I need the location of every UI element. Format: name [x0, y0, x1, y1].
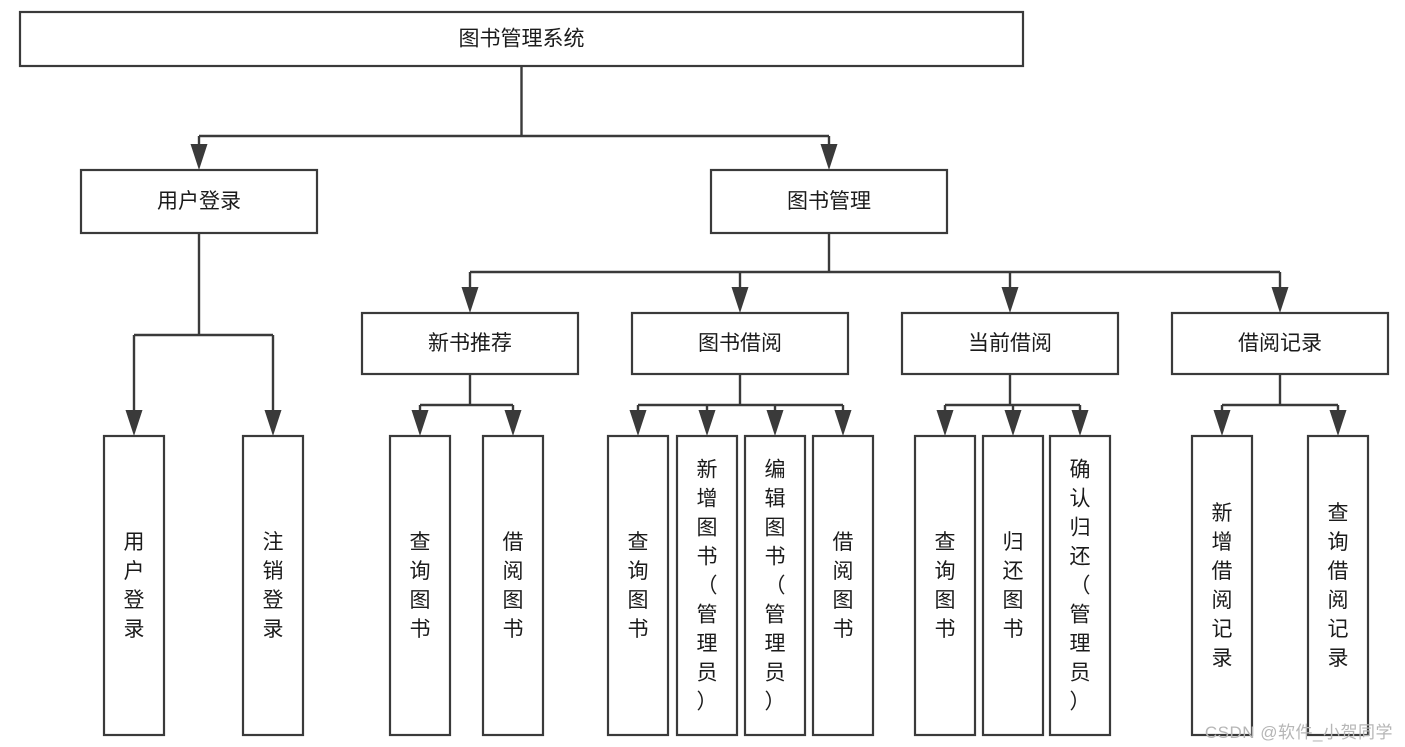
node-label: 归还图书	[1003, 531, 1024, 641]
arrow-head-icon	[936, 410, 954, 436]
node-label: 新增图书（管理员）	[697, 459, 718, 714]
node-label: 查询图书	[410, 531, 431, 641]
arrow-head-icon	[504, 410, 522, 436]
connector-group-book-manage	[461, 233, 1289, 313]
node-label: 用户登录	[124, 531, 145, 641]
arrow-head-icon	[766, 410, 784, 436]
node-logout[interactable]: 注销登录	[241, 434, 305, 737]
node-box[interactable]	[102, 434, 166, 737]
node-box[interactable]	[606, 434, 670, 737]
arrow-head-icon	[411, 410, 429, 436]
node-book-manage[interactable]: 图书管理	[709, 168, 949, 235]
node-root[interactable]: 图书管理系统	[18, 10, 1025, 68]
connector-group-new-book-rec	[411, 374, 522, 436]
node-label: 借阅图书	[503, 531, 524, 641]
node-query-record[interactable]: 查询借阅记录	[1306, 434, 1370, 737]
arrow-head-icon	[190, 144, 208, 170]
connector-group-borrow-record	[1213, 374, 1347, 436]
arrow-head-icon	[820, 144, 838, 170]
node-label: 查询图书	[628, 531, 649, 641]
arrow-head-icon	[1213, 410, 1231, 436]
node-new-book-rec[interactable]: 新书推荐	[360, 311, 580, 376]
arrow-head-icon	[698, 410, 716, 436]
node-label: 注销登录	[263, 531, 284, 641]
node-box[interactable]	[630, 311, 850, 376]
node-label: 借阅记录	[1238, 332, 1322, 355]
node-box[interactable]	[79, 168, 319, 235]
connector-group-root	[190, 66, 838, 170]
connector-layer	[125, 66, 1347, 436]
arrow-head-icon	[264, 410, 282, 436]
node-box[interactable]	[675, 434, 739, 737]
node-label: 新增借阅记录	[1212, 502, 1233, 670]
node-return-book[interactable]: 归还图书	[981, 434, 1045, 737]
node-box[interactable]	[241, 434, 305, 737]
node-label: 确认归还（管理员）	[1070, 459, 1091, 714]
node-edit-book[interactable]: 编辑图书（管理员）	[743, 434, 807, 737]
node-label: 当前借阅	[968, 332, 1052, 355]
node-borrow-book-rec[interactable]: 借阅图书	[481, 434, 545, 737]
node-box[interactable]	[981, 434, 1045, 737]
arrow-head-icon	[834, 410, 852, 436]
connector-group-current-borrow	[936, 374, 1089, 436]
node-box[interactable]	[1170, 311, 1390, 376]
node-box[interactable]	[388, 434, 452, 737]
node-add-book[interactable]: 新增图书（管理员）	[675, 434, 739, 737]
node-label: 新书推荐	[428, 332, 512, 355]
node-borrow-book-bb[interactable]: 借阅图书	[811, 434, 875, 737]
node-box[interactable]	[1306, 434, 1370, 737]
node-label: 用户登录	[157, 190, 241, 213]
node-box[interactable]	[743, 434, 807, 737]
arrow-head-icon	[731, 287, 749, 313]
arrow-head-icon	[1329, 410, 1347, 436]
node-label: 借阅图书	[833, 531, 854, 641]
node-query-book-rec[interactable]: 查询图书	[388, 434, 452, 737]
arrow-head-icon	[1071, 410, 1089, 436]
connector-group-book-borrow	[629, 374, 852, 436]
node-box[interactable]	[1190, 434, 1254, 737]
node-box[interactable]	[360, 311, 580, 376]
node-label: 图书管理系统	[459, 28, 585, 51]
node-box[interactable]	[913, 434, 977, 737]
node-query-book-cb[interactable]: 查询图书	[913, 434, 977, 737]
node-add-record[interactable]: 新增借阅记录	[1190, 434, 1254, 737]
node-box[interactable]	[709, 168, 949, 235]
node-label: 图书管理	[787, 190, 871, 213]
node-user-login[interactable]: 用户登录	[79, 168, 319, 235]
connector-group-user-login	[125, 233, 282, 436]
node-label: 图书借阅	[698, 332, 782, 355]
node-label: 查询借阅记录	[1328, 502, 1349, 670]
arrow-head-icon	[125, 410, 143, 436]
arrow-head-icon	[1271, 287, 1289, 313]
node-box[interactable]	[18, 10, 1025, 68]
node-label: 查询图书	[935, 531, 956, 641]
arrow-head-icon	[1001, 287, 1019, 313]
arrow-head-icon	[461, 287, 479, 313]
node-query-book-bb[interactable]: 查询图书	[606, 434, 670, 737]
node-layer: 图书管理系统用户登录图书管理新书推荐图书借阅当前借阅借阅记录用户登录注销登录查询…	[18, 10, 1390, 737]
node-borrow-record[interactable]: 借阅记录	[1170, 311, 1390, 376]
csdn-watermark: CSDN @软件_小贺同学	[1204, 723, 1393, 742]
node-label: 编辑图书（管理员）	[765, 459, 786, 714]
node-confirm-return[interactable]: 确认归还（管理员）	[1048, 434, 1112, 737]
node-box[interactable]	[811, 434, 875, 737]
arrow-head-icon	[629, 410, 647, 436]
node-box[interactable]	[1048, 434, 1112, 737]
node-box[interactable]	[481, 434, 545, 737]
node-box[interactable]	[900, 311, 1120, 376]
node-user-login[interactable]: 用户登录	[102, 434, 166, 737]
node-book-borrow[interactable]: 图书借阅	[630, 311, 850, 376]
node-current-borrow[interactable]: 当前借阅	[900, 311, 1120, 376]
arrow-head-icon	[1004, 410, 1022, 436]
